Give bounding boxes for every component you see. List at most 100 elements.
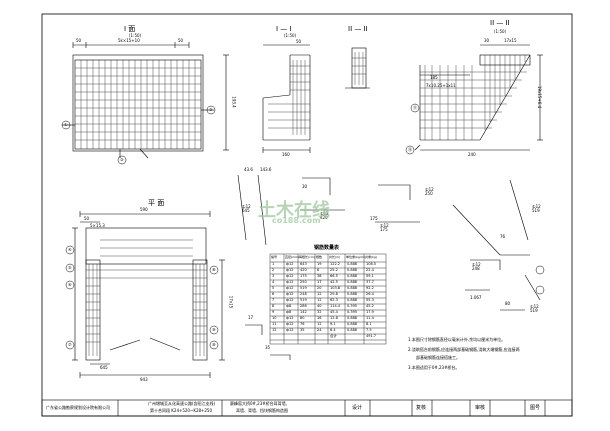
table-cell: 12: [317, 322, 322, 326]
table-cell: 0.888: [347, 262, 358, 266]
table-cell: ф8: [286, 304, 292, 308]
callout-1: ①: [64, 122, 68, 127]
drawing-no-label: 图号: [530, 405, 541, 411]
audit-label: 审核: [475, 405, 486, 411]
sec1-dim-160: 160: [282, 152, 290, 157]
bar-dim-9: 80: [505, 301, 511, 306]
table-cell: 519: [300, 286, 307, 290]
table-cell: 76: [300, 322, 305, 326]
table-cell: ф8: [286, 310, 292, 314]
callout-3: ③: [120, 157, 124, 162]
review-label: 复核: [416, 405, 427, 411]
table-cell: 26.4: [366, 292, 374, 296]
table-cell: ф12: [286, 280, 294, 284]
table-header-cell: 根数: [316, 255, 323, 259]
section-i-scale: (1:50): [284, 33, 297, 38]
table-cell: 108.5: [366, 262, 377, 266]
table-cell: ф12: [286, 328, 294, 332]
table-cell: ф12: [286, 292, 294, 296]
table-cell: 11.4: [366, 316, 374, 320]
table-cell: 25.2: [330, 268, 338, 272]
table-cell: 0.888: [347, 280, 358, 284]
table-cell: 19: [317, 262, 322, 266]
bar-dim-6: 1.067: [470, 295, 482, 300]
table-cell: 12: [272, 328, 277, 332]
callout-circles: [61, 103, 545, 350]
table-cell: 22.4: [366, 268, 374, 272]
bar-details: [237, 174, 541, 360]
table-header-cell: 共重(kg): [365, 255, 377, 259]
table-grid: [269, 253, 387, 345]
table-header-cell: 编号: [271, 255, 278, 259]
section-ii-large-title: II — II: [490, 19, 510, 27]
sec3-dim-17x: 17x15: [504, 38, 517, 43]
table-cell: 38: [317, 274, 322, 278]
note-2: 2.浇筑搭台前钢筋,应连接两部基础钢筋,浇筑大端钢筋,应连接两: [408, 347, 520, 352]
table-cell: 114.4: [330, 304, 341, 308]
section-ii-small-title: II — II: [348, 25, 368, 33]
table-cell: 0.888: [347, 328, 358, 332]
table-cell: 0.888: [347, 316, 358, 320]
design-label: 设计: [352, 405, 363, 411]
watermark-url: co188.com: [272, 216, 321, 225]
bar-detail-3: ①12 175: [380, 223, 389, 232]
table-cell: 0.888: [347, 298, 358, 302]
table-cell: 66.5: [330, 274, 338, 278]
bar-detail-6: ①12 248: [472, 262, 481, 271]
table-cell: 7.5: [366, 328, 372, 332]
bar-dim-5: 76: [500, 234, 506, 239]
table-cell: 286: [300, 304, 307, 308]
bar-detail-5: ①12 519: [532, 204, 541, 213]
table-cell: 24: [317, 328, 322, 332]
table-cell: 4: [272, 280, 275, 284]
table-cell: 80: [300, 316, 305, 320]
table-cell: 491.7: [366, 334, 377, 338]
plan-dim-590: 590: [140, 207, 148, 212]
bar-detail-4: ①12 250: [425, 187, 434, 196]
section-ii-large: [414, 44, 543, 151]
bar-dim-8: 35: [265, 345, 271, 350]
sec3-dim-185: 185: [430, 75, 438, 80]
elev-dim-50: 50: [76, 38, 82, 43]
callout-5: ⑤: [68, 265, 72, 270]
project-line-1: 广州增城至从化高速公路(含阳江支线): [148, 401, 216, 406]
table-cell: 8: [272, 304, 275, 308]
table-cell: ф12: [286, 298, 294, 302]
sec1-dim-50: 50: [296, 39, 302, 44]
table-cell: ф12: [286, 286, 294, 290]
bar-detail-2: ①12 420: [320, 211, 329, 220]
project-line-2: 第十合同段 K24+520~K28+250: [150, 408, 213, 413]
table-title: 钢筋数量表: [314, 245, 340, 251]
plan-view: [72, 211, 225, 378]
elevation-scale: (1:50): [129, 33, 142, 38]
elev-dim-height: 193.4: [231, 96, 237, 108]
table-cell: 0.888: [347, 292, 358, 296]
table-cell: 2: [272, 268, 275, 272]
table-cell: 6: [272, 292, 275, 296]
table-cell: 7: [272, 298, 275, 302]
table-cell: ф12: [286, 316, 294, 320]
table-cell: 519: [300, 298, 307, 302]
table-header-cell: 共长(m): [329, 255, 341, 259]
table-cell: 1: [272, 262, 275, 266]
note-2b: 部基础钢筋连接搭施工。: [416, 355, 460, 360]
table-cell: 12.8: [330, 316, 338, 320]
table-cell: 11: [272, 322, 277, 326]
plan-dim-17x: 17x15: [228, 295, 234, 309]
table-cell: 103.8: [330, 286, 341, 290]
callout-12: ⑫: [408, 147, 412, 152]
table-cell: 9: [272, 310, 275, 314]
callout-11: ⑪: [413, 105, 417, 110]
table-cell: ф12: [286, 262, 294, 266]
table-cell: 122.2: [330, 262, 341, 266]
table-cell: ф12: [286, 268, 294, 272]
plan-dim-spacing: 5×15.3: [90, 223, 105, 228]
table-header-cell: 直径(mm): [285, 255, 300, 259]
table-header-cell: 每根长(cm): [299, 255, 315, 259]
bar-detail-7: ①12 519: [530, 304, 539, 313]
table-cell: 32: [317, 310, 322, 314]
sec3-dim-30: 30: [484, 38, 490, 43]
callout-7: ⑦: [68, 342, 72, 347]
